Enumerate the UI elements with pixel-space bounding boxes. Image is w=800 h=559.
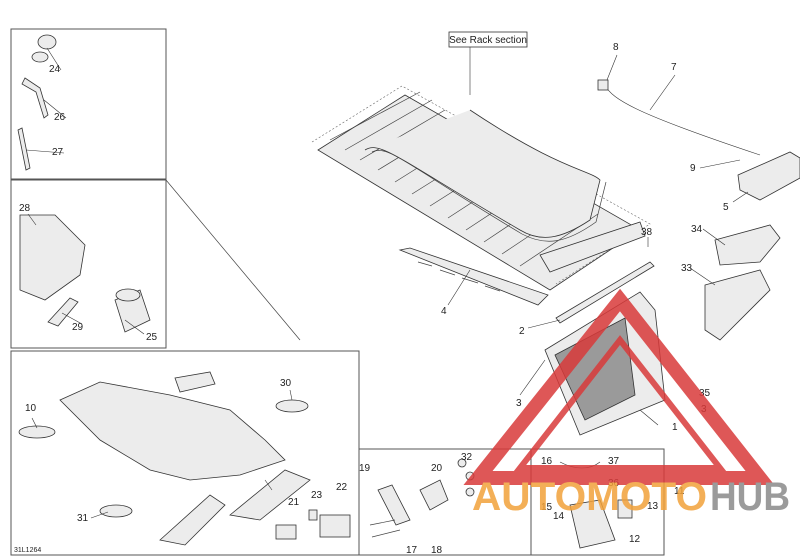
spanner-wrench	[21, 77, 49, 119]
callout-23: 23	[311, 490, 323, 501]
callout-4: 4	[441, 306, 447, 317]
cable	[604, 84, 761, 156]
callout-33: 33	[681, 263, 693, 274]
callout-18: 18	[431, 545, 443, 556]
callouts: 1 2 3 3 4 5 7 8 9 10 11 12 13 14 15 16 1…	[19, 42, 729, 556]
callout-31: 31	[77, 513, 89, 524]
callout-21: 21	[288, 497, 300, 508]
leader-lines	[25, 47, 749, 519]
rack-outline	[311, 85, 651, 285]
decal-10	[18, 425, 56, 439]
callout-38: 38	[641, 227, 653, 238]
hitch-hardware	[369, 458, 475, 538]
strip	[555, 261, 655, 324]
side-plate	[398, 247, 549, 306]
tool-parts	[17, 34, 57, 171]
plate-holder	[319, 514, 351, 538]
bag-accessories-panel	[10, 179, 167, 349]
callout-35: 35	[699, 388, 711, 399]
screw	[308, 509, 318, 521]
panel-connector-line	[165, 179, 301, 341]
washer	[31, 51, 49, 63]
lamp	[617, 499, 633, 519]
snowmobile-body	[59, 381, 286, 481]
callout-24: 24	[49, 64, 61, 75]
plate-light	[559, 461, 633, 549]
reflector	[275, 524, 297, 540]
callout-5: 5	[723, 202, 729, 213]
callout-22: 22	[336, 482, 348, 493]
callout-32: 32	[461, 452, 473, 463]
plate-light-panel	[530, 448, 665, 556]
nut-2	[465, 487, 475, 497]
callout-2: 2	[519, 326, 525, 337]
bracket-upper	[714, 224, 781, 266]
callout-29: 29	[72, 322, 84, 333]
watermark-triangle	[463, 288, 775, 485]
callout-3: 3	[516, 398, 522, 409]
callout-16: 16	[541, 456, 553, 467]
bag	[19, 214, 86, 301]
plate-bracket	[569, 499, 616, 549]
callout-34: 34	[691, 224, 703, 235]
watermark-text-secondary: HUB	[710, 475, 790, 519]
callout-11: 11	[674, 486, 685, 497]
callout-26: 26	[54, 112, 66, 123]
callout-19: 19	[359, 463, 371, 474]
callout-13: 13	[647, 501, 659, 512]
decal-30	[275, 399, 309, 413]
callout-28: 28	[19, 203, 31, 214]
tools-panel	[10, 28, 167, 180]
strap	[47, 297, 79, 327]
ski-right	[229, 469, 311, 521]
callout-20: 20	[431, 463, 443, 474]
decal-31	[99, 504, 133, 518]
callout-9: 9	[690, 163, 696, 174]
snowmobile	[18, 371, 351, 546]
watermark-text-primary: AUTOMOTO	[472, 475, 707, 519]
watermark: AUTOMOTO HUB	[463, 288, 790, 519]
callout-15: 15	[541, 502, 553, 513]
callout-37: 37	[608, 456, 620, 467]
callout-30: 30	[280, 378, 292, 389]
callout-25: 25	[146, 332, 158, 343]
bolt	[457, 458, 467, 468]
open-wrench	[17, 127, 31, 171]
rack-crossbar	[539, 221, 646, 273]
bracket-lower	[704, 269, 771, 341]
suction-cup	[37, 34, 57, 50]
rack-reference-text: See Rack section	[449, 35, 527, 46]
hitch-plate	[377, 484, 411, 526]
hitch-block	[419, 479, 449, 511]
callout-17: 17	[406, 545, 418, 556]
bottle-cap	[115, 288, 141, 302]
drawing-code: 31L1264	[14, 547, 41, 554]
ski-left	[159, 494, 226, 546]
callout-12: 12	[629, 534, 641, 545]
rack-reference-label: See Rack section	[448, 31, 528, 95]
callout-1: 1	[672, 422, 678, 433]
bag-parts	[19, 214, 151, 333]
handlebar	[174, 371, 216, 393]
tail-light	[737, 151, 800, 201]
connector	[597, 79, 609, 91]
rack-assembly	[311, 85, 651, 291]
watermark-triangle-inner	[513, 335, 727, 471]
callout-8: 8	[613, 42, 619, 53]
callout-10: 10	[25, 403, 37, 414]
callout-7: 7	[671, 62, 677, 73]
callout-14: 14	[553, 511, 565, 522]
